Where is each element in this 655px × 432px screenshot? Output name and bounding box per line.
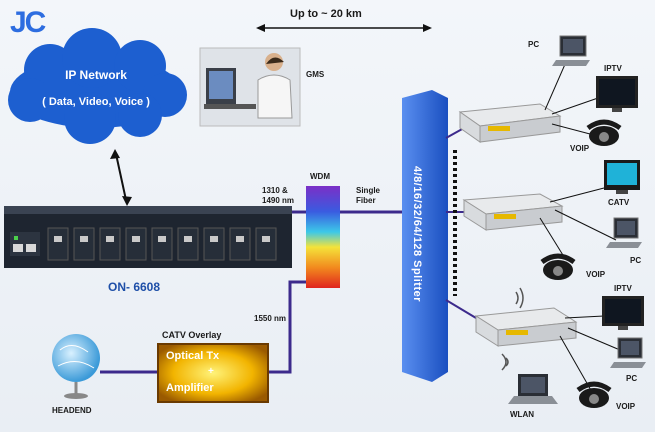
wifi-signal-icon xyxy=(515,287,524,309)
splitter-block xyxy=(402,90,448,382)
olt-model-label: ON- 6608 xyxy=(108,280,161,294)
wdm-block xyxy=(306,186,340,288)
headend-label: HEADEND xyxy=(52,406,92,415)
voip-phone-icon xyxy=(586,119,622,146)
headend-dish-icon xyxy=(52,334,100,399)
fiber-catv-wdm xyxy=(268,280,306,374)
onu-3 xyxy=(474,307,578,347)
fiber-splitter-onu3 xyxy=(445,299,477,319)
onu2-pc-label: PC xyxy=(630,256,642,265)
device-links xyxy=(539,61,621,393)
catv-overlay-title: CATV Overlay xyxy=(162,330,222,340)
pc-icon xyxy=(552,35,590,66)
gms-label: GMS xyxy=(306,70,325,79)
catv-plus: + xyxy=(208,366,214,377)
catv-amplifier: Amplifier xyxy=(166,382,214,394)
catv-tv-icon xyxy=(604,160,640,194)
onu3-pc-label: PC xyxy=(626,374,638,383)
onu2-catv-label: CATV xyxy=(608,198,630,207)
voip-phone-icon xyxy=(576,381,612,408)
onu2-voip-label: VOIP xyxy=(586,270,606,279)
ip-network-subtitle: ( Data, Video, Voice ) xyxy=(42,96,150,108)
distance-arrow-right-head xyxy=(423,24,432,32)
onu1-iptv-label: IPTV xyxy=(604,64,622,73)
wlan-laptop-icon xyxy=(501,353,558,404)
olt-chassis xyxy=(4,206,292,268)
wavelength-label: 1310 & 1490 nm xyxy=(262,186,295,205)
onu3-voip-label: VOIP xyxy=(616,402,636,411)
ip-network-cloud xyxy=(8,28,187,144)
distance-arrow-left-head xyxy=(256,24,265,32)
splitter-label: 4/8/16/32/64/128 Splitter xyxy=(411,165,423,303)
gms-operator-illustration xyxy=(199,47,301,127)
pc-icon xyxy=(606,217,642,248)
catv-wavelength-label: 1550 nm xyxy=(254,314,287,323)
ip-network-title: IP Network xyxy=(65,68,127,82)
onu1-voip-label: VOIP xyxy=(570,144,590,153)
catv-overlay-box xyxy=(157,343,269,403)
distance-label: Up to ~ 20 km xyxy=(290,8,362,20)
pc-icon xyxy=(610,337,646,368)
fiber-splitter-onu1 xyxy=(445,127,465,139)
company-logo: JC xyxy=(10,6,46,39)
iptv-icon xyxy=(602,296,644,330)
iptv-icon xyxy=(596,76,638,112)
single-fiber-label: Single Fiber xyxy=(356,186,381,205)
voip-phone-icon xyxy=(540,253,576,280)
onu1-pc-label: PC xyxy=(528,40,540,49)
onu-1 xyxy=(458,103,562,143)
onu-2 xyxy=(462,193,564,231)
onu3-iptv-label: IPTV xyxy=(614,284,632,293)
wdm-label: WDM xyxy=(310,172,330,181)
catv-optical-tx: Optical Tx xyxy=(166,350,220,362)
cloud-olt-arrow-bottom xyxy=(122,196,132,206)
cloud-olt-link xyxy=(115,153,127,201)
cloud-olt-arrow-top xyxy=(110,149,120,159)
wlan-label: WLAN xyxy=(510,410,534,419)
